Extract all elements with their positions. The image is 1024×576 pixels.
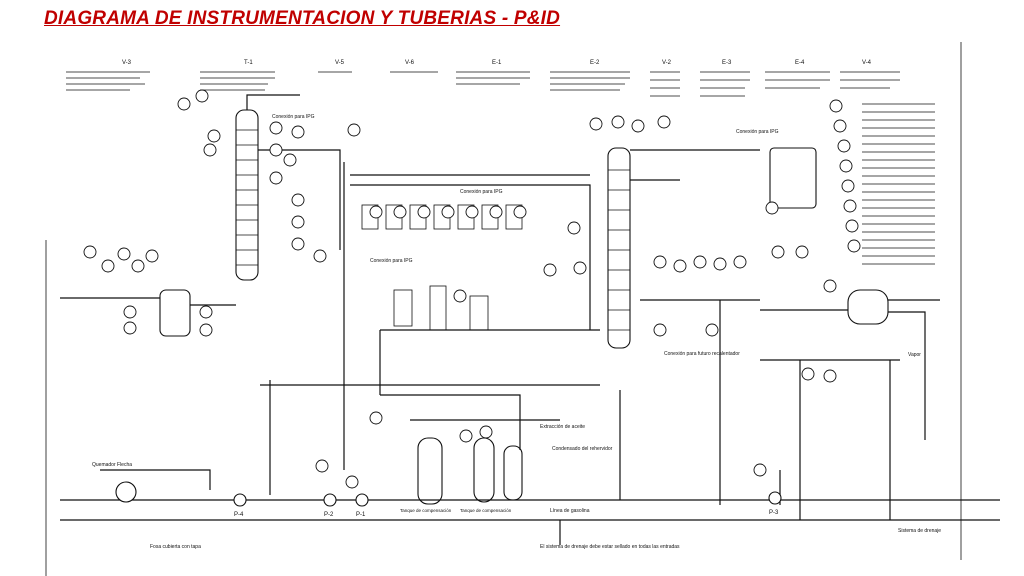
label-drenaje: Sistema de drenaje — [898, 528, 941, 534]
header-v5: V-5 — [335, 60, 345, 66]
header-v3: V-3 — [122, 60, 132, 66]
label-tanque-1: Tanque de compensación — [400, 508, 452, 513]
label-conexion-2: Conexión para IPG — [460, 189, 503, 195]
label-nota-fosa: Fosa cubierta con tapa — [150, 544, 201, 550]
label-conexion-4: Conexión para IPG — [736, 129, 779, 135]
pump-p3: P-3 — [769, 510, 779, 516]
label-conexion-1: Conexión para IPG — [272, 114, 315, 120]
header-e1: E-1 — [492, 60, 502, 66]
exchanger-e4 — [769, 147, 817, 209]
pump-p4: P-4 — [234, 512, 244, 518]
label-conexion-futuro: Conexión para futuro recalentador — [664, 351, 740, 357]
pump-p1: P-1 — [356, 512, 366, 518]
label-vapor: Vapor — [908, 352, 921, 358]
process-lines: P-4 P-2 P-1 P-3 — [60, 94, 1000, 545]
label-quemador: Quemador Flecha — [92, 462, 132, 468]
tank-right — [473, 437, 495, 503]
header-e4: E-4 — [795, 60, 805, 66]
tank-far — [503, 445, 523, 501]
instrument-bubbles — [83, 89, 861, 489]
drum-v4 — [847, 289, 889, 325]
burner — [115, 481, 137, 503]
label-linea: Línea de gasolina — [550, 508, 590, 514]
tank-left — [417, 437, 443, 505]
header-v6: V-6 — [405, 60, 415, 66]
annotations: Conexión para IPG Conexión para IPG Cone… — [92, 114, 941, 550]
label-conexion-3: Conexión para IPG — [370, 258, 413, 264]
header-e3: E-3 — [722, 60, 732, 66]
pumps: P-4 P-2 P-1 P-3 — [233, 491, 782, 518]
pump-p2: P-2 — [324, 512, 334, 518]
label-exhaust: Extracción de aceite — [540, 424, 585, 430]
header-notes — [66, 71, 900, 97]
scrubber-v3 — [159, 289, 191, 337]
header-e2: E-2 — [590, 60, 600, 66]
label-condensado: Condensado del rehervidor — [552, 446, 613, 452]
header-v4: V-4 — [862, 60, 872, 66]
legend-list — [862, 103, 935, 265]
column-t1 — [235, 109, 259, 281]
header-v2: V-2 — [662, 60, 672, 66]
slide-title: DIAGRAMA DE INSTRUMENTACION Y TUBERIAS -… — [44, 8, 561, 29]
label-nota-sistema: El sistema de drenaje debe estar sellado… — [540, 544, 680, 550]
label-tanque-2: Tanque de compensación — [460, 508, 512, 513]
header-t1: T-1 — [244, 60, 253, 66]
equipment-headers: V-3 T-1 V-5 V-6 E-1 E-2 V-2 E-3 E-4 V-4 — [122, 60, 872, 66]
column-v2 — [607, 147, 631, 349]
